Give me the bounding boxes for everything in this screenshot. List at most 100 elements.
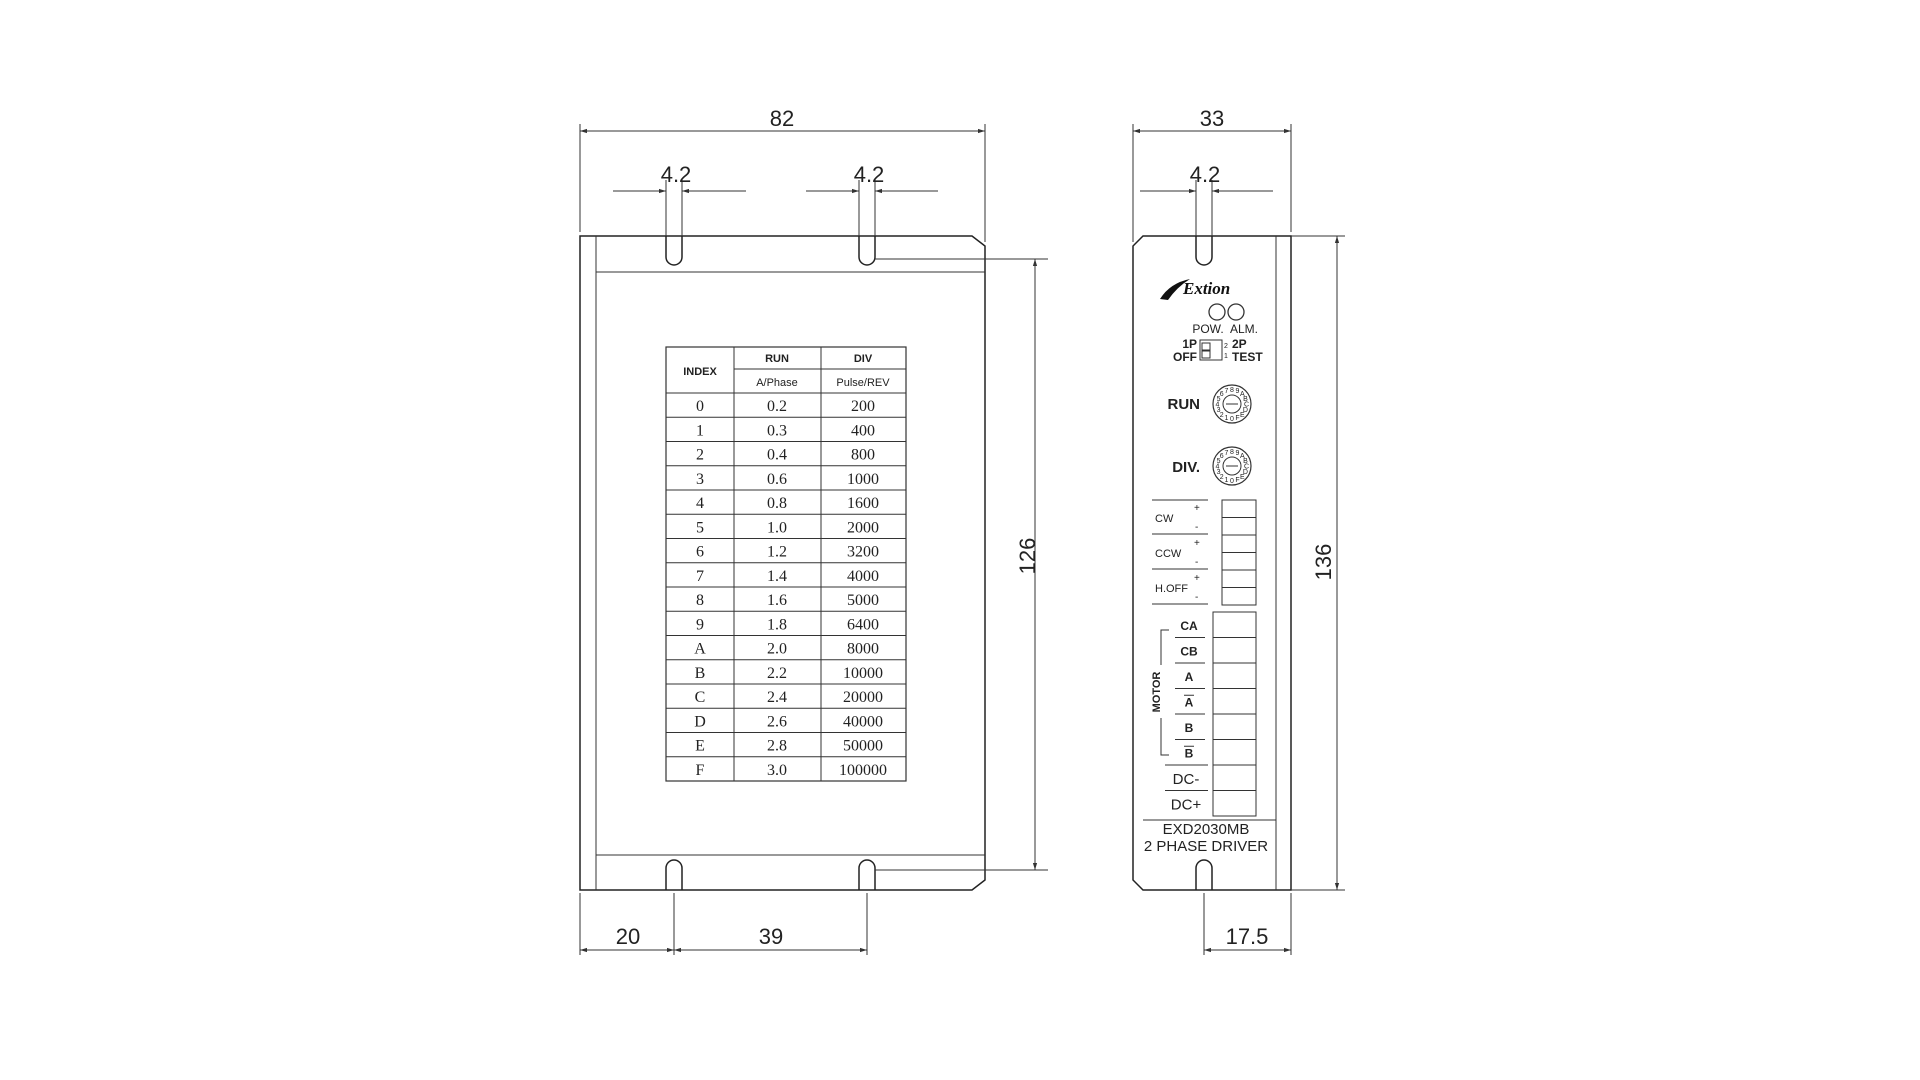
dial-digit: C: [1244, 464, 1249, 471]
dial-digit: 6: [1220, 453, 1224, 460]
table-cell-pulse: 200: [851, 398, 875, 415]
run-dial-label: RUN: [1168, 396, 1201, 413]
table-cell-index: 3: [696, 471, 704, 488]
dial-digit: C: [1244, 402, 1249, 409]
dial-ring: [1212, 446, 1252, 486]
dial-digit: 0: [1230, 416, 1234, 423]
table-cell-pulse: 20000: [843, 689, 883, 706]
dial-digit: E: [1240, 474, 1245, 481]
table-cell-index: 8: [696, 592, 704, 609]
motor-label: MOTOR: [1151, 672, 1163, 713]
dial-digit: D: [1243, 407, 1248, 414]
table-cell-current: 1.4: [767, 568, 787, 585]
minus-sign: -: [1195, 522, 1198, 533]
dimension-20: 20: [616, 924, 640, 949]
table-cell-pulse: 2000: [847, 519, 879, 536]
table-cell-index: B: [695, 665, 706, 682]
motor-pin-ca: CA: [1180, 619, 1198, 633]
dimension-136: 136: [1311, 544, 1336, 581]
plus-sign: +: [1194, 573, 1200, 584]
dial-digit: 3: [1217, 469, 1221, 476]
table-cell-current: 3.0: [767, 762, 787, 779]
dial-digit: 0: [1230, 478, 1234, 485]
div-dial-label: DIV.: [1172, 459, 1200, 476]
front-slot-bottom-left: [665, 859, 683, 890]
front-slot-bottom-right: [858, 859, 876, 890]
table-cell-index: 0: [696, 398, 704, 415]
table-cell-index: E: [695, 738, 705, 755]
dial-digit: 5: [1217, 458, 1221, 465]
svg-text:2P: 2P: [1232, 337, 1247, 351]
dial-knob: [1222, 456, 1242, 476]
signal-label-ccw: CCW: [1155, 548, 1182, 560]
dial-digit: 3: [1217, 407, 1221, 414]
dial-digit: 9: [1236, 450, 1240, 457]
minus-sign: -: [1195, 592, 1198, 603]
dial-digit: 4: [1216, 464, 1220, 471]
front-body-outline: [579, 235, 986, 891]
svg-text:1: 1: [1224, 353, 1228, 360]
table-header-index: INDEX: [683, 366, 717, 378]
table-subheader-div: Pulse/REV: [836, 377, 890, 389]
dial-digit: 5: [1217, 396, 1221, 403]
table-cell-pulse: 3200: [847, 544, 879, 561]
table-cell-index: D: [694, 713, 706, 730]
dial-digit: D: [1243, 469, 1248, 476]
dimension-4-2-left: 4.2: [661, 162, 692, 187]
dial-digit: 6: [1220, 391, 1224, 398]
table-cell-index: 7: [696, 568, 704, 585]
dial-digit: 7: [1225, 450, 1229, 457]
dial-digit: A: [1240, 391, 1245, 398]
model-number: EXD2030MB: [1163, 821, 1250, 838]
table-subheader-run: A/Phase: [756, 377, 798, 389]
table-cell-current: 1.8: [767, 616, 787, 633]
front-slot-top-right: [858, 236, 876, 266]
dimension-39: 39: [759, 924, 783, 949]
dial-digit: A: [1240, 453, 1245, 460]
signal-label-cw: CW: [1155, 513, 1174, 525]
brand-logo: Extion: [1160, 279, 1230, 300]
led-pow-label: POW.: [1192, 322, 1223, 336]
dial-digit: 1: [1225, 477, 1229, 484]
table-cell-index: F: [696, 762, 705, 779]
table-cell-current: 2.2: [767, 665, 787, 682]
dimension-82: 82: [770, 106, 794, 131]
dial-digit: F: [1235, 477, 1239, 484]
logo-swoosh-icon: [1160, 279, 1190, 300]
motor-pin-b: B: [1185, 721, 1194, 735]
table-cell-pulse: 4000: [847, 568, 879, 585]
plus-sign: +: [1194, 538, 1200, 549]
table-cell-index: 9: [696, 616, 704, 633]
table-cell-pulse: 50000: [843, 738, 883, 755]
table-cell-index: 2: [696, 447, 704, 464]
table-cell-index: 4: [696, 495, 704, 512]
table-cell-index: 5: [696, 519, 704, 536]
dimension-4-2-side: 4.2: [1190, 162, 1221, 187]
table-cell-pulse: 100000: [839, 762, 887, 779]
dimension-126: 126: [1015, 538, 1040, 575]
dial-digit: 7: [1225, 388, 1229, 395]
dip-switch[interactable]: 1P OFF 2 1 2P TEST: [1173, 337, 1263, 364]
motor-pin-a-bar: A: [1185, 695, 1194, 709]
table-cell-current: 2.8: [767, 738, 787, 755]
table-cell-current: 0.6: [767, 471, 787, 488]
svg-text:1P: 1P: [1182, 337, 1197, 351]
svg-text:TEST: TEST: [1232, 350, 1263, 364]
led-alm-label: ALM.: [1230, 322, 1258, 336]
table-header-div: DIV: [854, 353, 873, 365]
motor-pin-b-bar: B: [1185, 746, 1194, 760]
led-power-icon: [1208, 303, 1226, 321]
side-slot-top: [1195, 236, 1213, 266]
dc-minus-label: DC-: [1173, 771, 1200, 788]
driver-description: 2 PHASE DRIVER: [1144, 838, 1268, 855]
table-cell-pulse: 1000: [847, 471, 879, 488]
front-slot-top-left: [665, 236, 683, 266]
dial-digit: E: [1240, 412, 1245, 419]
table-cell-pulse: 1600: [847, 495, 879, 512]
svg-text:OFF: OFF: [1173, 350, 1197, 364]
dc-plus-label: DC+: [1171, 797, 1202, 814]
